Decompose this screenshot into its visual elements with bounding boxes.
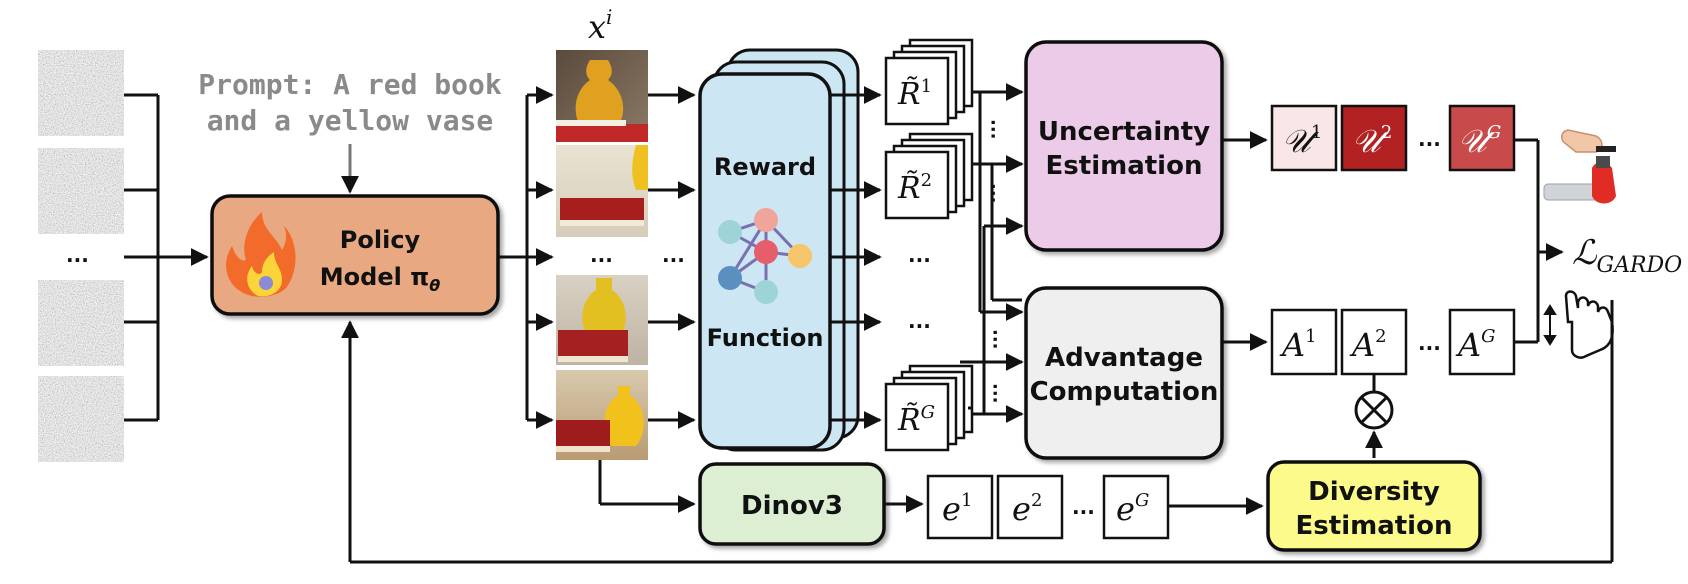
feedback-loop (341, 300, 1614, 564)
policy-label-line-2: Model πθ (320, 263, 440, 295)
noise-image-3 (38, 280, 124, 366)
a-term-2-sup: 2 (1375, 326, 1386, 347)
a-term-1-base: A (1279, 326, 1305, 364)
noise-ellipsis: ... (66, 243, 89, 267)
reward-label-top: Reward (714, 153, 816, 181)
reward-output-ellipsis-1: ... (908, 243, 931, 267)
multiply-icon (1354, 390, 1394, 430)
generated-image-2 (556, 145, 648, 237)
route-ellipsis-1: ··· (982, 119, 1003, 140)
e-term-g-sup: G (1135, 490, 1149, 511)
loss-routing (1514, 138, 1564, 344)
prompt-line-1: Prompt: A red book (198, 68, 502, 101)
policy-label-line-1: Policy (340, 226, 421, 254)
images-label: xi (588, 5, 612, 46)
u-term-1-sup: 1 (1311, 122, 1322, 143)
e-term-1-base: e (942, 490, 961, 528)
route-ellipsis-2: ··· (982, 183, 1003, 204)
reward-routing (960, 83, 1024, 423)
e-terms-ellipsis: ... (1072, 495, 1095, 519)
a-term-g-sup: G (1481, 326, 1495, 347)
svg-text:AG: AG (1455, 326, 1496, 364)
a-term-g-base: A (1455, 326, 1481, 364)
diversity-label-line-2: Estimation (1296, 511, 1453, 541)
reward-card-1: R̃1 (884, 38, 974, 126)
policy-model-box: Policy Model πθ (210, 194, 500, 316)
u-term-2-sup: 2 (1381, 122, 1392, 143)
reward-label-bottom: Function (707, 324, 824, 352)
a-term-2: A2 (1340, 308, 1408, 376)
a-term-1: A1 (1270, 308, 1338, 376)
image-to-reward-arrows (648, 86, 696, 429)
dinov3-box: Dinov3 (698, 462, 886, 546)
advantage-computation-box: Advantage Computation (1024, 286, 1224, 460)
dinov3-label: Dinov3 (741, 491, 843, 521)
svg-text:eG: eG (1116, 490, 1149, 528)
loss-subscript: GARDO (1597, 253, 1683, 278)
noise-image-2 (38, 148, 124, 234)
uncertainty-estimation-box: Uncertainty Estimation (1024, 40, 1224, 252)
route-ellipsis-4: ··· (984, 383, 1005, 404)
reward-symbol-g: R̃G (897, 402, 935, 438)
reward-output-arrows (830, 86, 882, 429)
u-term-2: 𝒰2 (1340, 104, 1408, 172)
reward-output-ellipsis-2: ... (908, 309, 931, 333)
diversity-estimation-box: Diversity Estimation (1266, 460, 1482, 552)
reward-card-2: R̃2 (884, 132, 974, 220)
generated-image-4 (556, 370, 648, 460)
u-term-g-sup: G (1487, 122, 1501, 143)
svg-text:A2: A2 (1349, 326, 1387, 364)
noise-image-1 (38, 50, 124, 136)
a-term-1-sup: 1 (1305, 326, 1316, 347)
hand-scroll-icon (1564, 290, 1614, 359)
e-term-2: e2 (996, 474, 1064, 540)
image-to-dino-connector (598, 460, 924, 513)
images-ellipsis: ... (590, 243, 613, 267)
reward-function-box: Reward Function (698, 48, 860, 452)
faucet-icon (1543, 129, 1616, 204)
svg-text:A1: A1 (1279, 326, 1317, 364)
reward-input-ellipsis: ... (662, 243, 685, 267)
svg-text:e2: e2 (1012, 490, 1042, 528)
u-terms-ellipsis: ... (1418, 127, 1441, 151)
noise-inputs: ... (38, 50, 124, 462)
svg-text:e1: e1 (942, 490, 972, 528)
route-ellipsis-3: ··· (984, 329, 1005, 350)
uncertainty-label-line-2: Estimation (1046, 151, 1203, 181)
generated-image-1 (556, 50, 648, 142)
a-terms-ellipsis: ... (1418, 331, 1441, 355)
e-term-1: e1 (926, 474, 994, 540)
reward-symbol-2: R̃2 (897, 170, 932, 206)
prompt-line-2: and a yellow vase (207, 104, 494, 137)
loss-label: ℒGARDO (1572, 233, 1682, 278)
generated-image-3 (556, 275, 648, 365)
reward-symbol-1: R̃1 (897, 76, 932, 112)
advantage-label-line-2: Computation (1030, 377, 1219, 407)
e-term-g: eG (1102, 474, 1170, 540)
u-term-g: 𝒰G (1448, 104, 1516, 172)
noise-image-4 (38, 376, 124, 462)
a-term-g: AG (1448, 308, 1516, 376)
u-term-1: 𝒰1 (1270, 104, 1338, 172)
policy-fanout (498, 86, 554, 429)
e-term-2-sup: 2 (1031, 490, 1042, 511)
scroll-arrows-icon (1543, 304, 1557, 346)
diversity-label-line-1: Diversity (1308, 477, 1440, 507)
advantage-label-line-1: Advantage (1045, 343, 1203, 373)
e-term-1-sup: 1 (961, 490, 972, 511)
policy-subscript: θ (429, 276, 440, 295)
a-term-2-base: A (1349, 326, 1375, 364)
noise-connectors (124, 93, 209, 422)
e-term-g-base: e (1116, 490, 1135, 528)
e-term-2-base: e (1012, 490, 1031, 528)
uncertainty-label-line-1: Uncertainty (1038, 117, 1210, 147)
fire-icon (226, 212, 296, 297)
reward-card-g: R̃G (884, 364, 974, 452)
